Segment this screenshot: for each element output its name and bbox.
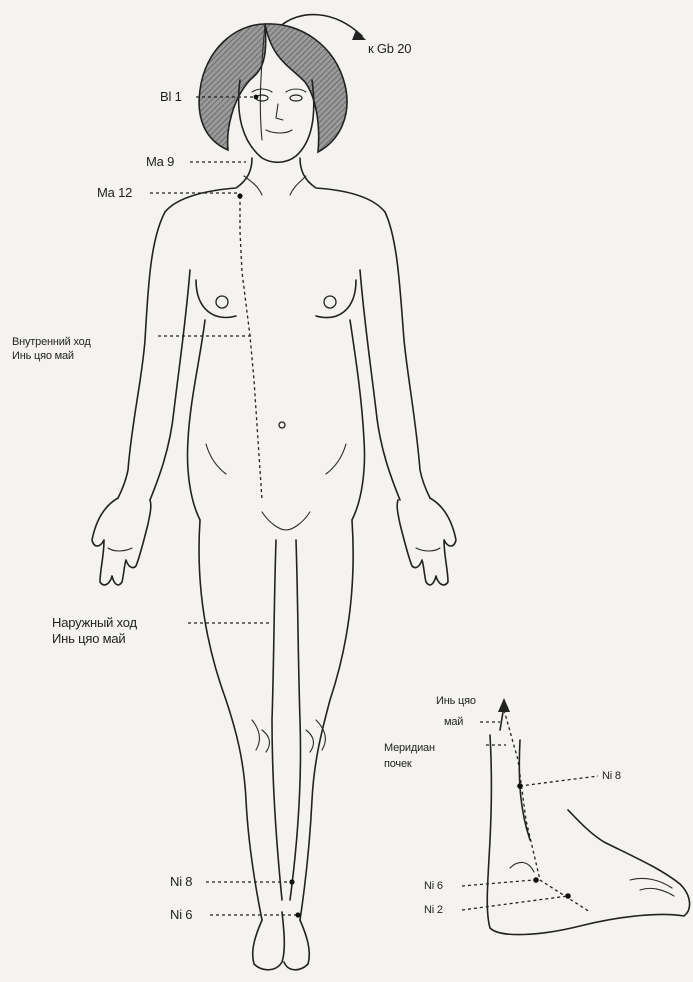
label-gb20: к Gb 20 [368,42,411,56]
face [239,80,314,162]
label-foot-yin-1: Инь цяо [436,695,476,707]
label-inner-course-1: Внутренний ход [12,336,91,348]
label-foot-yin-2: май [444,716,463,728]
label-bl1: Bl 1 [160,90,182,104]
label-inner-course-2: Инь цяо май [12,350,74,362]
torso [165,158,385,530]
label-ni8-foot: Ni 8 [602,770,621,782]
label-ma9: Ma 9 [146,155,174,169]
ma12-point [237,193,242,198]
label-kidney-meridian-1: Меридиан [384,742,435,754]
label-ni6-body: Ni 6 [170,908,192,922]
label-ni6-foot: Ni 6 [424,880,443,892]
ni6-body-point [295,912,300,917]
feet [253,912,310,970]
foot-side-view [462,698,690,935]
label-ni8-body: Ni 8 [170,875,192,889]
label-outer-course-2: Инь цяо май [52,632,125,646]
ni8-body-point [289,879,294,884]
label-outer-course-1: Наружный ход [52,616,137,630]
hands [92,498,456,585]
label-ma12: Ma 12 [97,186,132,200]
arms [118,212,430,500]
inner-course-line [240,196,262,500]
label-ni2-foot: Ni 2 [424,904,443,916]
legs [199,520,353,920]
label-kidney-meridian-2: почек [384,758,412,770]
